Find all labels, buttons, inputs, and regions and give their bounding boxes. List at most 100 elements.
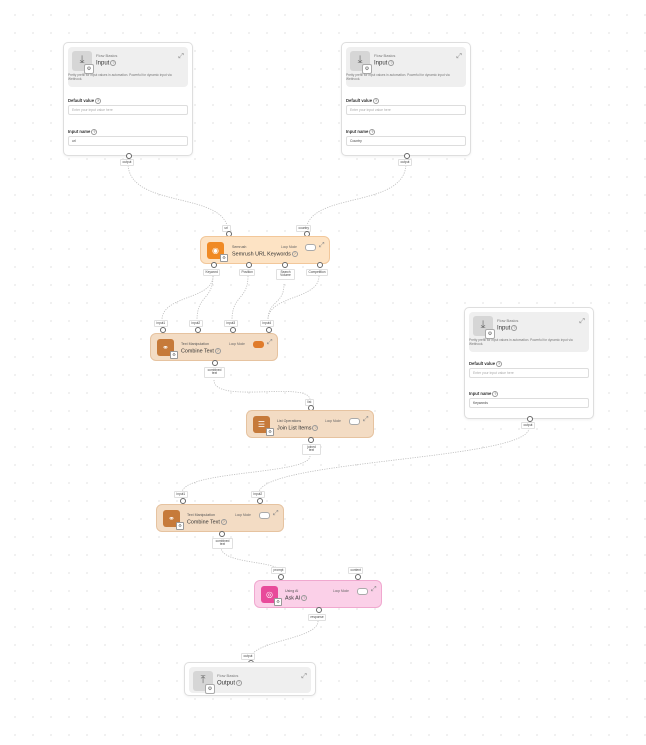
expand-icon[interactable]: ⤢ [371, 586, 377, 593]
port-output[interactable] [527, 416, 533, 422]
expand-icon[interactable]: ⤢ [319, 242, 325, 249]
port-input2[interactable] [195, 327, 201, 333]
info-icon[interactable]: ? [236, 680, 243, 686]
text-manipulation-icon: ⚭ [157, 339, 174, 356]
loop-mode-toggle[interactable] [259, 512, 270, 519]
info-icon[interactable]: ? [301, 595, 308, 601]
expand-icon[interactable]: ⤢ [301, 673, 307, 680]
ask-ai-node[interactable]: ◎ ⚙ Using AI Ask AI? Loop Mode ⤢ [254, 580, 382, 608]
loop-mode-toggle[interactable] [305, 244, 316, 251]
loop-mode-label: Loop Mode [235, 513, 251, 517]
info-icon[interactable]: ? [373, 98, 380, 104]
default-value-input[interactable]: Enter your input value here [469, 368, 589, 378]
badge-icon: ⚙ [84, 64, 94, 74]
info-icon[interactable]: ? [511, 325, 518, 331]
port-input3[interactable] [230, 327, 236, 333]
info-icon[interactable]: ? [214, 348, 221, 354]
port-label-output: output [241, 653, 255, 660]
input-node-header: ⤓ ⚙ Flow Basics Input? ⤢ [346, 47, 466, 87]
port-joined-text[interactable] [308, 437, 314, 443]
badge-icon: ⚙ [170, 351, 178, 359]
badge-icon: ⚙ [274, 598, 282, 606]
port-label-content: content [348, 567, 364, 574]
input-name-label: Input name? [469, 391, 499, 397]
combine-text-node-2[interactable]: ⚭ ⚙ Text Manipulation Combine Text? Loop… [156, 504, 284, 532]
node-description: Pretty prefill for input values in autom… [68, 73, 172, 82]
port-combined-text[interactable] [219, 531, 225, 537]
input-node-country[interactable]: ⤓ ⚙ Flow Basics Input? ⤢ Pretty prefill … [341, 42, 471, 156]
node-category: Flow Basics [374, 53, 396, 58]
port-input1[interactable] [160, 327, 166, 333]
default-value-label: Default value? [346, 98, 380, 104]
node-category: Flow Basics [497, 318, 519, 323]
loop-mode-toggle[interactable] [357, 588, 368, 595]
expand-icon[interactable]: ⤢ [178, 53, 184, 60]
badge-icon: ⚙ [176, 522, 184, 530]
node-title: Input? [96, 60, 117, 67]
node-title: Input? [374, 60, 395, 67]
port-input4[interactable] [266, 327, 272, 333]
loop-mode-toggle[interactable] [253, 341, 264, 348]
port-output[interactable] [404, 153, 410, 159]
default-value-input[interactable]: Enter your input value here [346, 105, 466, 115]
port-content[interactable] [355, 574, 361, 580]
combine-text-node-1[interactable]: ⚭ ⚙ Text Manipulation Combine Text? Loop… [150, 333, 278, 361]
port-combined-text[interactable] [212, 360, 218, 366]
node-title: Join List Items? [277, 425, 319, 432]
input-name-field[interactable]: Keywords [469, 398, 589, 408]
output-node[interactable]: ⤒ ⚙ Flow Basics Output? ⤢ [184, 662, 316, 696]
port-keyword[interactable] [211, 262, 217, 268]
loop-mode-label: Loop Mode [325, 419, 341, 423]
badge-icon: ⚙ [266, 428, 274, 436]
port-response[interactable] [316, 607, 322, 613]
semrush-url-keywords-node[interactable]: ◉ ⚙ Semrush Semrush URL Keywords? Loop M… [200, 236, 330, 264]
input-node-header: ⤓ ⚙ Flow Basics Input? ⤢ [68, 47, 188, 87]
info-icon[interactable]: ? [369, 129, 376, 135]
input-node-header: ⤓ ⚙ Flow Basics Input? ⤢ [469, 312, 589, 352]
join-list-items-node[interactable]: ☰ ⚙ List Operations Join List Items? Loo… [246, 410, 374, 438]
info-icon[interactable]: ? [110, 60, 117, 66]
port-position[interactable] [246, 262, 252, 268]
port-prompt[interactable] [278, 574, 284, 580]
port-label-input2: input2 [251, 491, 265, 498]
input-node-keywords[interactable]: ⤓ ⚙ Flow Basics Input? ⤢ Pretty prefill … [464, 307, 594, 419]
loop-mode-label: Loop Mode [281, 245, 297, 249]
node-title: Input? [497, 325, 518, 332]
port-label-response: response [308, 614, 327, 621]
expand-icon[interactable]: ⤢ [273, 510, 279, 517]
port-label-output: output [120, 159, 134, 166]
port-input1[interactable] [180, 498, 186, 504]
port-input2[interactable] [257, 498, 263, 504]
badge-icon: ⚙ [205, 684, 215, 694]
info-icon[interactable]: ? [91, 129, 98, 135]
input-name-field[interactable]: Country [346, 136, 466, 146]
info-icon[interactable]: ? [492, 391, 499, 397]
port-output[interactable] [126, 153, 132, 159]
expand-icon[interactable]: ⤢ [267, 339, 273, 346]
default-value-label: Default value? [68, 98, 102, 104]
loop-mode-toggle[interactable] [349, 418, 360, 425]
port-label-combined-text: combined text [212, 538, 233, 549]
info-icon[interactable]: ? [95, 98, 102, 104]
loop-mode-label: Loop Mode [333, 589, 349, 593]
expand-icon[interactable]: ⤢ [579, 318, 585, 325]
info-icon[interactable]: ? [388, 60, 395, 66]
info-icon[interactable]: ? [220, 519, 227, 525]
port-competition[interactable] [317, 262, 323, 268]
port-search-volume[interactable] [282, 262, 288, 268]
info-icon[interactable]: ? [291, 251, 298, 257]
expand-icon[interactable]: ⤢ [363, 416, 369, 423]
semrush-icon: ◉ [207, 242, 224, 259]
port-label-output: output [398, 159, 412, 166]
expand-icon[interactable]: ⤢ [456, 53, 462, 60]
input-node-url[interactable]: ⤓ ⚙ Flow Basics Input? ⤢ Pretty prefill … [63, 42, 193, 156]
input-name-label: Input name? [68, 129, 98, 135]
port-label-combined-text: combined text [204, 367, 225, 378]
info-icon[interactable]: ? [312, 425, 319, 431]
port-label-search-volume: Search Volume [276, 269, 295, 280]
default-value-input[interactable]: Enter your input value here [68, 105, 188, 115]
info-icon[interactable]: ? [496, 361, 503, 367]
input-name-field[interactable]: url [68, 136, 188, 146]
input-name-label: Input name? [346, 129, 376, 135]
port-label-input2: input2 [189, 320, 203, 327]
